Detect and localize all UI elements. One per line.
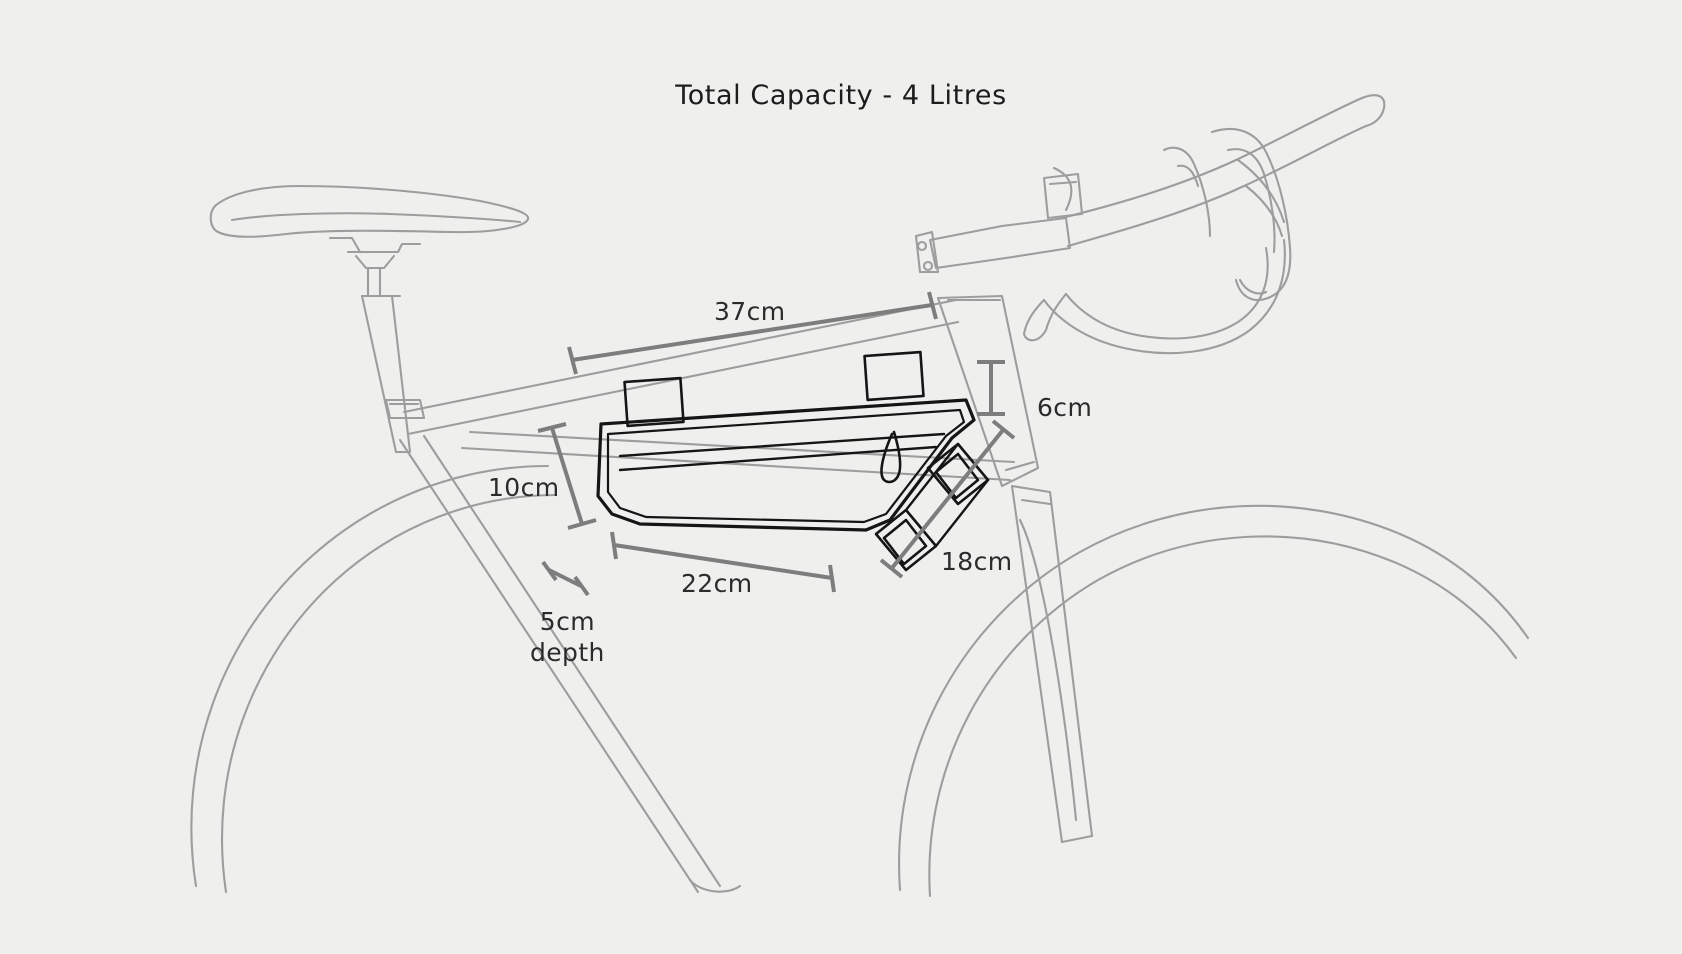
seatpost [328, 236, 422, 454]
top-tube [402, 298, 958, 414]
fork [1010, 484, 1094, 844]
bag-top-strap-right [863, 350, 925, 402]
brake-cable [1052, 166, 1073, 212]
bicycle-outline [190, 94, 1530, 898]
page-title: Total Capacity - 4 Litres [675, 80, 1007, 111]
down-tube [460, 446, 1012, 482]
saddle [209, 184, 530, 238]
frame-bag [596, 350, 990, 572]
bag-main-body [596, 398, 976, 532]
dimension-label-37cm: 37cm [714, 297, 786, 326]
bag-zipper-pull [880, 430, 902, 484]
stem [914, 172, 1084, 274]
dimline-10cm [537, 422, 597, 530]
dimline-37cm [567, 291, 938, 375]
dimension-label-10cm: 10cm [488, 473, 560, 502]
bag-downtube-strap-upper [926, 442, 990, 506]
seat-tube [398, 438, 700, 894]
dimension-label-18cm: 18cm [941, 547, 1013, 576]
head-tube [936, 294, 1040, 488]
dimension-label-5cm-depth: 5cm depth [530, 607, 605, 668]
seat-clamp [384, 398, 426, 420]
dimension-label-6cm: 6cm [1037, 393, 1093, 422]
rear-wheel [190, 464, 558, 894]
drop-handlebar [1022, 94, 1386, 355]
bag-top-strap-left [623, 376, 685, 428]
bag-strap-webbing [904, 442, 990, 548]
dimline-5cm-depth [541, 560, 590, 597]
dimension-label-22cm: 22cm [681, 569, 753, 598]
dimline-22cm [610, 531, 836, 593]
dimline-6cm [977, 360, 1005, 416]
dimension-lines [537, 291, 1016, 597]
front-wheel [898, 504, 1530, 898]
bag-inner-edge [606, 408, 966, 524]
dimline-18cm [879, 419, 1016, 579]
